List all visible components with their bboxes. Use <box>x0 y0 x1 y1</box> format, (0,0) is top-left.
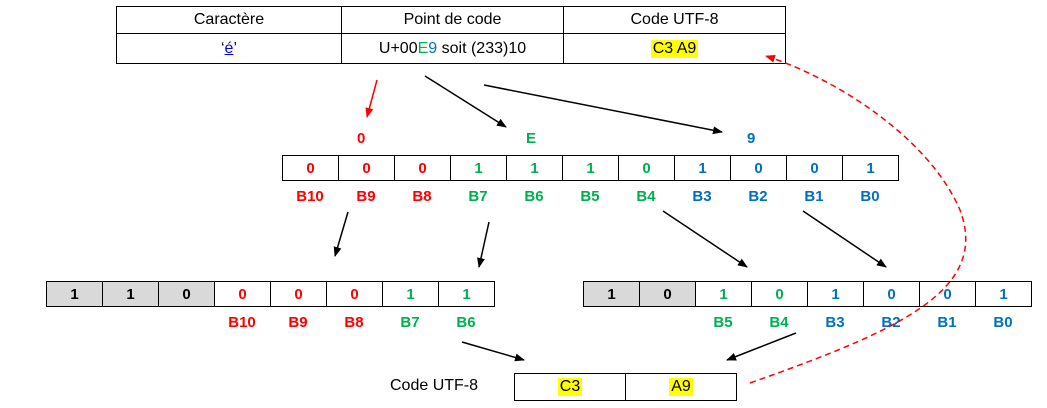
bit-label-4: B6 <box>524 188 544 205</box>
byte2-cell-7: 1 <box>975 281 1032 307</box>
codepoint-9: 9 <box>428 39 438 57</box>
byte2-label-5: B0 <box>993 314 1013 331</box>
result-byte1: C3 <box>514 373 626 401</box>
bit-label-7: B3 <box>692 188 712 205</box>
result-label: Code UTF-8 <box>390 377 479 394</box>
arrow-b6-byte1 <box>477 221 490 268</box>
quote-close: ’ <box>233 39 238 57</box>
bit-label-1: B9 <box>356 188 376 205</box>
byte1-cell-7: 1 <box>438 281 495 307</box>
quote-open: ‘ <box>220 39 225 57</box>
arrow-to-9 <box>483 84 723 135</box>
bit-cell-10: 1 <box>842 155 899 181</box>
byte1-cell-1: 1 <box>102 281 159 307</box>
arrow-to-0 <box>365 79 378 118</box>
bit-label-0: B10 <box>296 188 324 205</box>
byte2-label-4: B1 <box>937 314 957 331</box>
bit-label-9: B1 <box>804 188 824 205</box>
arrow-to-e <box>424 75 507 128</box>
hex-digit-0: 0 <box>357 130 366 147</box>
hex-digit-9: 9 <box>747 130 756 147</box>
arrow-byte2-result <box>726 332 797 361</box>
bit-label-6: B4 <box>636 188 656 205</box>
codepoint-e: E <box>417 39 429 57</box>
dashed-arrow-result-to-table <box>749 54 967 384</box>
utf8-value: C3 A9 <box>650 39 699 58</box>
utf8-cell: C3 A9 <box>563 33 786 64</box>
arrow-byte1-result <box>461 341 525 362</box>
bit-label-8: B2 <box>748 188 768 205</box>
byte1-label-1: B9 <box>288 314 308 331</box>
byte2-cell-1: 0 <box>639 281 696 307</box>
byte1-label-0: B10 <box>228 314 256 331</box>
arrow-b4-byte2 <box>662 210 748 268</box>
bit-label-3: B7 <box>468 188 488 205</box>
bit-label-10: B0 <box>860 188 880 205</box>
hex-digit-e: E <box>526 130 537 147</box>
character-link[interactable]: é <box>224 39 234 57</box>
byte2-label-3: B2 <box>881 314 901 331</box>
byte1-label-4: B6 <box>456 314 476 331</box>
byte1-cell-2: 0 <box>158 281 215 307</box>
bit-label-2: B8 <box>412 188 432 205</box>
arrow-b9-byte1 <box>333 211 349 257</box>
arrow-b1-byte2 <box>802 210 887 268</box>
result-byte2: A9 <box>625 373 737 401</box>
byte2-label-2: B3 <box>825 314 845 331</box>
byte1-label-2: B8 <box>344 314 364 331</box>
byte2-label-0: B5 <box>713 314 733 331</box>
bit-label-5: B5 <box>580 188 600 205</box>
byte2-label-1: B4 <box>769 314 789 331</box>
byte1-label-3: B7 <box>400 314 420 331</box>
codepoint-prefix: U+00 <box>378 39 418 57</box>
codepoint-suffix: soit (233)10 <box>437 39 527 57</box>
